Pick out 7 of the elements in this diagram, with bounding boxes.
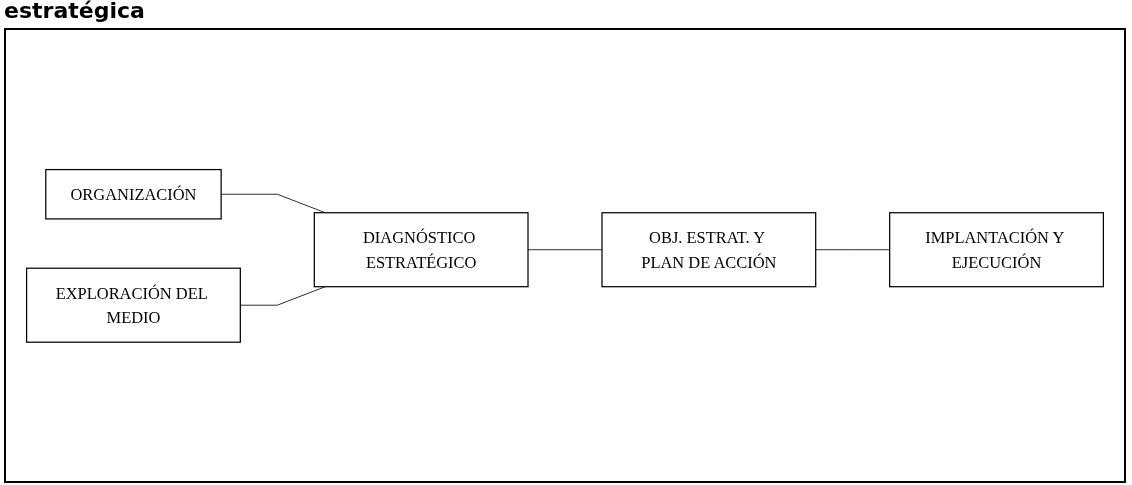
node-box — [889, 211, 1104, 287]
node-box — [313, 211, 529, 287]
node-box — [45, 168, 222, 220]
frame: ORGANIZACIÓN DIAGNÓSTICO ESTRATÉGICO OBJ. ESTRAT. Y PLAN DE ACCIÓN IMPLANTACIÓN Y EJECUCIÓN EXPLORACIÓN DEL MEDIO — [4, 28, 1126, 483]
title: estratégica — [4, 0, 145, 23]
node-box — [26, 267, 241, 343]
node-box — [601, 211, 817, 287]
